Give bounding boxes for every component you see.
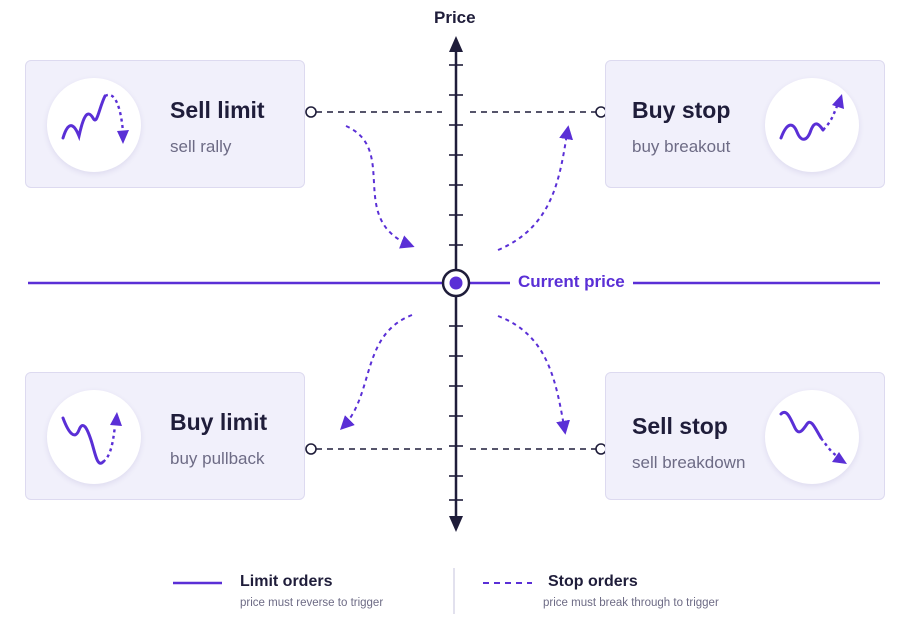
sell-limit-flow-arrow: [345, 125, 415, 249]
legend-limit-desc: price must reverse to trigger: [240, 597, 384, 609]
legend-stop-desc: price must break through to trigger: [543, 597, 719, 609]
buy-limit-flow-arrow: [340, 314, 413, 430]
price-axis: [449, 36, 463, 532]
sell-limit-subtitle: sell rally: [170, 137, 232, 156]
current-price-label: Current price: [510, 272, 633, 292]
buy-stop-card: Buy stop buy breakout: [605, 60, 885, 188]
sell-stop-card: Sell stop sell breakdown: [605, 372, 885, 500]
sell-stop-title: Sell stop: [632, 413, 728, 439]
sell-limit-card: Sell limit sell rally: [25, 60, 305, 188]
sell-stop-flow-arrow: [497, 315, 570, 435]
legend-limit-title: Limit orders: [240, 573, 333, 590]
current-price-marker: [441, 268, 471, 298]
buy-stop-chart-icon: [765, 78, 859, 172]
buy-limit-endpoint: [305, 443, 317, 455]
sell-limit-endpoint: [305, 106, 317, 118]
buy-limit-subtitle: buy pullback: [170, 449, 265, 468]
buy-limit-title: Buy limit: [170, 409, 268, 435]
sell-limit-chart-icon: [47, 78, 141, 172]
sell-stop-subtitle: sell breakdown: [632, 453, 746, 472]
legend-stop-title: Stop orders: [548, 573, 638, 590]
buy-stop-title: Buy stop: [632, 97, 731, 123]
buy-stop-subtitle: buy breakout: [632, 137, 731, 156]
buy-limit-chart-icon: [47, 390, 141, 484]
price-axis-label: Price: [434, 8, 476, 27]
buy-limit-card: Buy limit buy pullback: [25, 372, 305, 500]
sell-stop-chart-icon: [765, 390, 859, 484]
sell-limit-title: Sell limit: [170, 97, 265, 123]
buy-stop-flow-arrow: [497, 125, 574, 251]
